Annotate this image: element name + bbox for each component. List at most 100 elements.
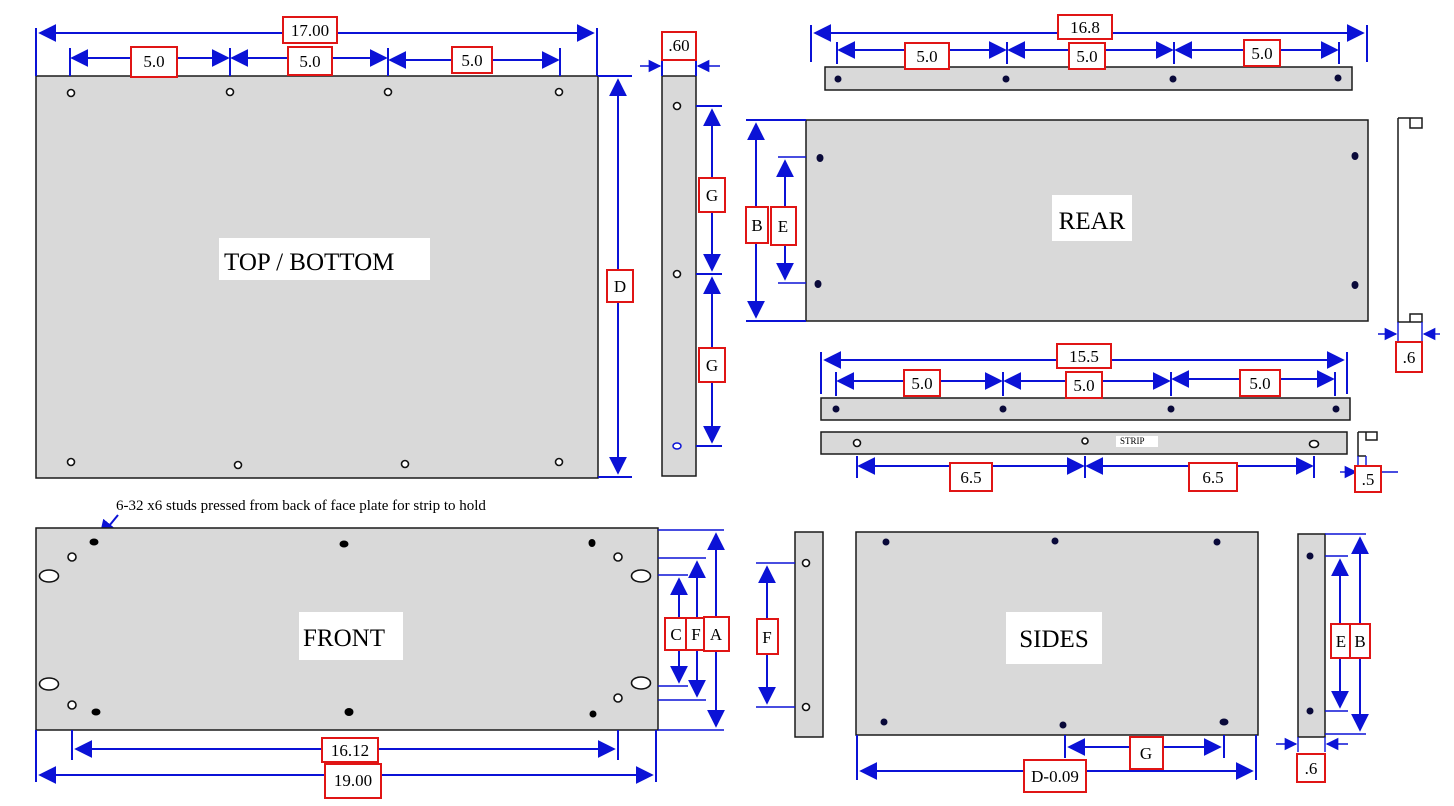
hole [1081, 437, 1089, 445]
dim-label-rear-seg3: 5.0 [1243, 39, 1281, 67]
stud [344, 708, 354, 716]
rear-title-bg [1052, 195, 1132, 241]
svg-text:A: A [710, 625, 723, 644]
svg-text:19.00: 19.00 [334, 771, 372, 790]
hole [672, 269, 682, 279]
hole [613, 552, 623, 562]
front-flange-view: F [756, 531, 824, 738]
sides-flange-view: E B .6 [1276, 533, 1371, 783]
dim-label-strip-half1: 6.5 [949, 462, 993, 492]
top-bottom-view: TOP / BOTTOM 17.00 5.0 5.0 5.0 [35, 16, 634, 479]
hole [554, 87, 564, 97]
svg-text:E: E [778, 217, 788, 236]
stud [339, 540, 349, 548]
svg-text:16.12: 16.12 [331, 741, 369, 760]
hole [1306, 707, 1314, 715]
hole [882, 538, 890, 546]
dim-label-top-g2: G [698, 347, 726, 383]
rear-top-flange [824, 66, 1353, 91]
strip-side-flange [1357, 431, 1378, 457]
svg-text:E: E [1336, 632, 1346, 651]
hole [233, 460, 243, 470]
svg-text:5.0: 5.0 [461, 51, 482, 70]
dim-label-rear-flange: .6 [1395, 341, 1423, 373]
hole [1334, 74, 1342, 82]
hole [67, 552, 77, 562]
hole [400, 459, 410, 469]
dim-label-top-seg3: 5.0 [451, 46, 493, 74]
top-bottom-title-bg [219, 238, 430, 280]
dim-label-top-seg2: 5.0 [287, 46, 333, 76]
stud [588, 539, 596, 547]
dim-label-strip-half2: 6.5 [1188, 462, 1238, 492]
strip-flange-bar [820, 397, 1351, 421]
front-title: FRONT [303, 625, 385, 652]
dim-label-strip-flange: .5 [1354, 465, 1382, 493]
hole [1169, 75, 1177, 83]
slot [38, 677, 60, 691]
svg-text:5.0: 5.0 [143, 52, 164, 71]
front-title-bg [299, 612, 403, 660]
stud [89, 538, 99, 546]
svg-text:5.0: 5.0 [1073, 376, 1094, 395]
rear-side-flange [1397, 117, 1423, 323]
hole [852, 438, 862, 448]
hole [801, 558, 811, 568]
dim-label-front-c: C [664, 617, 688, 651]
hole [1351, 152, 1359, 160]
hole [672, 442, 682, 450]
hole [1308, 439, 1320, 449]
dim-label-top-g1: G [698, 177, 726, 213]
svg-text:5.0: 5.0 [916, 47, 937, 66]
hole [1167, 405, 1175, 413]
dim-label-top-depth: D [606, 269, 634, 303]
strip-title: STRIP [1120, 436, 1145, 446]
svg-text:B: B [751, 216, 762, 235]
slot [38, 569, 60, 583]
sides-view: SIDES G D-0.09 [855, 531, 1259, 793]
front-holes [38, 538, 652, 718]
hole [1002, 75, 1010, 83]
stud [589, 710, 597, 718]
dim-label-sides-flange: .6 [1296, 753, 1326, 783]
hole [66, 88, 76, 98]
svg-text:17.00: 17.00 [291, 21, 329, 40]
dim-label-front-a: A [703, 616, 730, 652]
svg-text:16.8: 16.8 [1070, 18, 1100, 37]
top-flange-panel [661, 75, 697, 477]
hole [1306, 552, 1314, 560]
rear-title: REAR [1059, 208, 1126, 235]
stud-note: 6-32 x6 studs pressed from back of face … [116, 498, 486, 514]
hole [554, 457, 564, 467]
dim-label-rear-e: E [770, 206, 797, 246]
dim-label-top-seg1: 5.0 [130, 46, 178, 78]
dim-label-strip-overall: 15.5 [1056, 343, 1112, 369]
svg-text:G: G [706, 186, 718, 205]
hole [613, 693, 623, 703]
dim-label-front-overall: 19.00 [324, 763, 382, 799]
top-bottom-title: TOP / BOTTOM [224, 249, 394, 276]
hole [1059, 721, 1067, 729]
front-flange-panel [794, 531, 824, 738]
svg-text:F: F [762, 628, 771, 647]
dim-label-strip-seg1: 5.0 [903, 369, 941, 397]
hole [880, 718, 888, 726]
slot [630, 569, 652, 583]
dim-label-rear-seg1: 5.0 [904, 42, 950, 70]
svg-text:5.0: 5.0 [1251, 44, 1272, 63]
svg-text:G: G [1140, 744, 1152, 763]
hole [67, 700, 77, 710]
hole [1332, 405, 1340, 413]
top-bottom-holes [66, 87, 564, 470]
svg-text:B: B [1354, 632, 1365, 651]
sides-title-bg [1006, 612, 1102, 664]
strip-view: STRIP 15.5 5.0 5.0 5.0 6.5 [820, 343, 1398, 493]
hole [1351, 281, 1359, 289]
dim-label-strip-seg3: 5.0 [1239, 369, 1281, 397]
svg-text:F: F [691, 625, 700, 644]
hole [999, 405, 1007, 413]
dim-label-rear-overall: 16.8 [1057, 14, 1113, 40]
hole [801, 702, 811, 712]
hole [1219, 718, 1229, 726]
hole [672, 101, 682, 111]
